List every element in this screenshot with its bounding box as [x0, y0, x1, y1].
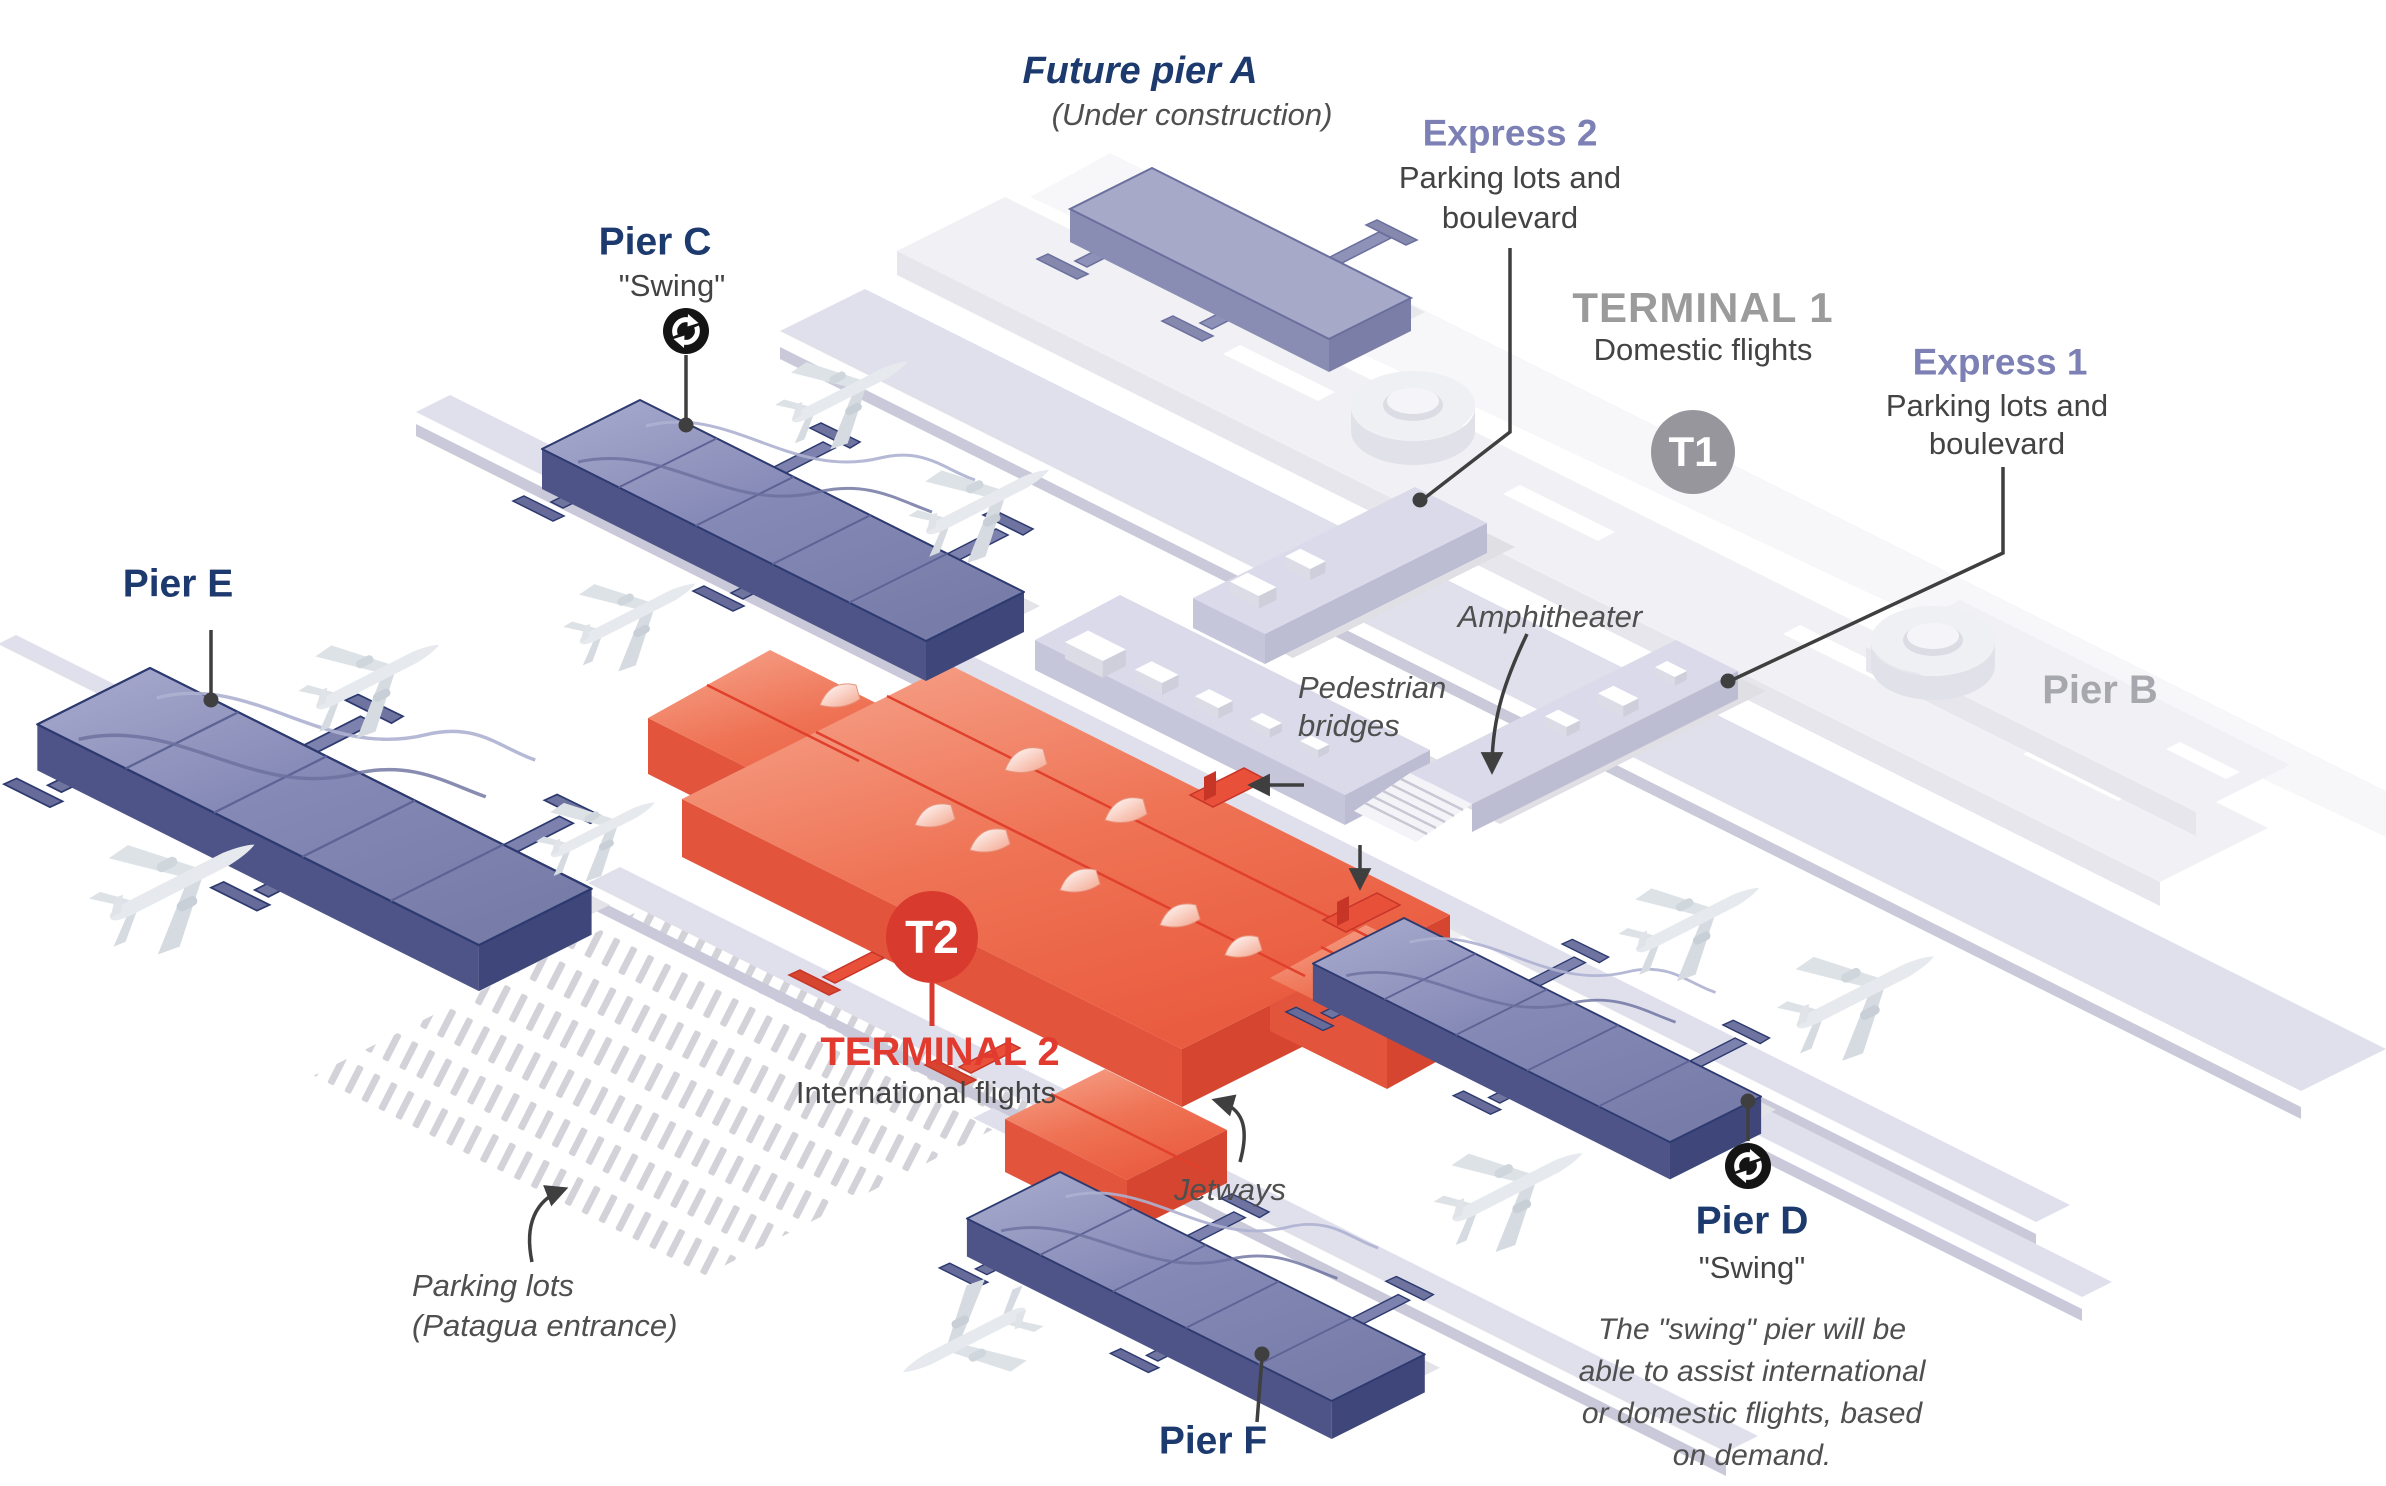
pier-e-label: Pier E	[122, 562, 234, 606]
checkin-building-roof	[1035, 595, 1430, 795]
pier-d-dot	[1740, 1093, 1756, 1109]
future-pier-a-roof	[1067, 166, 1414, 341]
future-pier-a-jetway	[1364, 219, 1419, 246]
express1-subline2: boulevard	[1928, 426, 2066, 462]
express1-label: Express 1	[1912, 341, 2088, 383]
pier-c-dot	[678, 417, 694, 433]
future-pier-a-side	[1070, 209, 1329, 372]
pier-d-note-line4: on demand.	[1672, 1438, 1832, 1472]
parking-label-line1: Parking lots	[412, 1268, 574, 1304]
pedestrian-bridges-label-line2: bridges	[1298, 708, 1400, 744]
terminal1-ghost-spine-roof	[897, 197, 2268, 882]
pier-f-structure	[937, 1170, 1442, 1441]
annex-building-side	[1193, 598, 1265, 664]
pier-b-label: Pier B	[2042, 668, 2158, 712]
parking-lots-area	[305, 900, 1055, 1278]
airplane	[1763, 908, 1959, 1079]
airplane	[1606, 844, 1782, 998]
pier-e-access-stub	[0, 635, 130, 701]
pier-d-note-line2: able to assist international	[1578, 1354, 1926, 1388]
future-pier-a-label: Future pier A	[1022, 50, 1258, 93]
jetways-arrow	[1211, 1094, 1246, 1163]
terminal2-roof-south-tail	[1005, 1069, 1227, 1180]
express1-dot	[1720, 673, 1736, 689]
terminal1-ghost-spine-side	[897, 251, 2160, 906]
terminal1-badge: T1	[1651, 410, 1735, 494]
terminal2-label: TERMINAL 2	[820, 1030, 1060, 1074]
pier-d-note-line1: The "swing" pier will be	[1597, 1312, 1907, 1346]
terminal2-badge: T2	[886, 891, 978, 983]
amphitheater-arrow	[1480, 633, 1529, 775]
terminal1-sublabel: Domestic flights	[1593, 332, 1813, 368]
pier-f-label: Pier F	[1158, 1419, 1268, 1463]
terminal1-rotunda-east	[1871, 606, 1995, 700]
annotation-dots	[203, 417, 1756, 1362]
amphitheater-stairs	[1354, 773, 1472, 842]
pier-e-dot	[203, 692, 219, 708]
terminal2-tail-end	[1127, 1130, 1227, 1233]
future-pier-a-structure	[1035, 166, 1425, 372]
terminal2-sublabel: International flights	[795, 1075, 1057, 1111]
annotation-lines	[209, 248, 2005, 1423]
annex-building-side	[1265, 523, 1487, 664]
parking-label-line2: (Patagua entrance)	[412, 1308, 678, 1344]
pier-f-leader-line	[1255, 1357, 1264, 1423]
pier-f-dot	[1254, 1346, 1270, 1362]
express2-dot	[1412, 492, 1428, 508]
terminal1-label: TERMINAL 1	[1572, 283, 1834, 331]
pier-d-swing-tag: "Swing"	[1698, 1250, 1806, 1286]
pier-d-note-line3: or domestic flights, based	[1581, 1396, 1923, 1430]
terminal1-rotunda-west	[1351, 371, 1475, 465]
terminal1-landside-buildings	[1035, 487, 1515, 825]
terminal2-jetways	[787, 951, 1022, 1086]
pier-d-label: Pier D	[1695, 1199, 1809, 1243]
future-pier-a-jetway	[1160, 315, 1215, 342]
future-pier-a-sublabel: (Under construction)	[1051, 97, 1333, 133]
future-pier-a-jetway	[1035, 253, 1090, 280]
express1-subline1: Parking lots and	[1885, 388, 2109, 424]
express2-subline1: Parking lots and	[1398, 160, 1622, 196]
amphitheater-side	[1472, 671, 1738, 832]
pier-c-swing-tag: "Swing"	[618, 268, 726, 304]
express2-subline2: boulevard	[1441, 200, 1579, 236]
pier-c-label: Pier C	[598, 220, 712, 264]
amphitheater-stair-steps	[1364, 777, 1464, 836]
pier-b-roof-marking	[2166, 742, 2240, 779]
swing-icon-pier-d	[1725, 1143, 1771, 1189]
jetways-label: Jetways	[1174, 1172, 1286, 1208]
terminal2-arm-side	[1270, 978, 1387, 1089]
future-pier-a-end	[1329, 298, 1411, 372]
swing-icon-pier-c	[663, 308, 709, 354]
express2-leader-line	[1424, 248, 1512, 499]
future-pier-a-jetway	[1328, 231, 1393, 264]
pier-e-structure	[2, 666, 612, 993]
amphitheater-label: Amphitheater	[1457, 599, 1643, 635]
pedestrian-bridges-label-line1: Pedestrian	[1298, 670, 1447, 706]
parking-arrow	[527, 1185, 569, 1263]
express1-leader-line	[1731, 467, 2005, 682]
express2-label: Express 2	[1422, 112, 1598, 154]
